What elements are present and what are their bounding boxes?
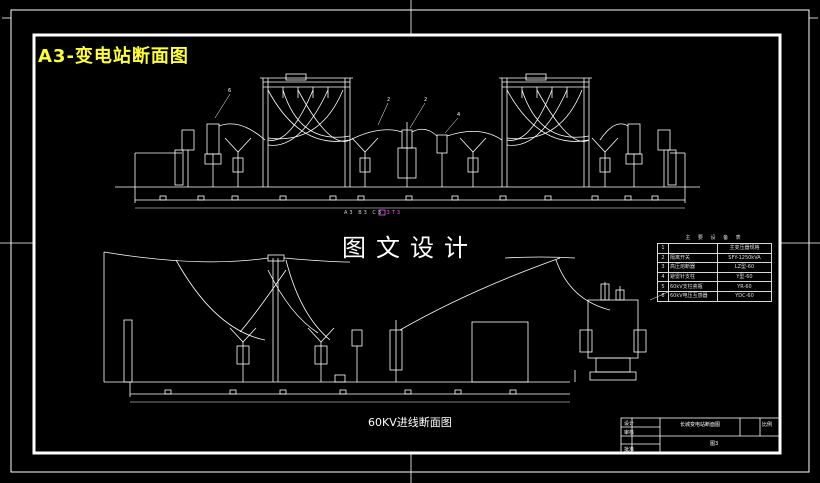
callout-number: 2 [387, 97, 391, 103]
legend-cell: 2 [657, 252, 669, 264]
highlight-marker [378, 209, 386, 216]
legend-cell: 60kV支柱瓷瓶 [668, 281, 718, 292]
title-block-label: 审核 [624, 430, 635, 436]
legend-cell: 4 [657, 271, 669, 283]
legend-cell [668, 243, 718, 254]
legend-cell: YDC-60 [717, 290, 772, 302]
callout-number: 6 [228, 88, 232, 94]
legend-cell: 3 [657, 262, 669, 273]
title-block-main-title: 长城变电站断面图 [679, 422, 720, 428]
upper-section [115, 73, 700, 209]
title-block-sub-title: 图3 [710, 441, 719, 447]
legend-cell: YR-60 [717, 281, 772, 292]
callout-number: 4 [457, 112, 461, 118]
scale-label-highlight: 3T3 [386, 210, 403, 216]
legend-cell: 高压熔断器 [668, 262, 718, 273]
legend-title: 主 要 设 备 表 [685, 235, 744, 241]
scale-label-text: A3 B3 C3 [344, 210, 387, 216]
drawing-title: A3-变电站断面图 [38, 46, 189, 67]
title-block-label: 设计 [624, 421, 635, 427]
title-block-scale: 比例 [762, 422, 773, 428]
legend-cell: 避雷针支柱 [668, 271, 718, 283]
title-block [620, 417, 780, 454]
legend-cell: 主变压器规格 [717, 243, 772, 254]
legend-cell: 隔离开关 [668, 252, 718, 264]
inner-border [32, 33, 782, 455]
title-block-label: 批准 [624, 447, 635, 453]
lower-section [103, 251, 669, 403]
legend-cell: 5 [657, 281, 669, 292]
legend-cell: 60kV电压互感器 [668, 290, 718, 302]
scale-label: A3 B3 C3 3T3 [344, 210, 402, 216]
watermark-text: 图文设计 [342, 234, 478, 262]
callout-number: 2 [424, 97, 428, 103]
legend-cell: 6 [657, 290, 669, 302]
legend-row: 1 主变压器规格 [657, 243, 772, 254]
legend-cell: Y型-60 [717, 271, 772, 283]
legend-cell: SFY-1250kVA [717, 252, 772, 264]
section-label: 60KV进线断面图 [368, 416, 452, 429]
legend-cell: LZ型-60 [717, 262, 772, 273]
outer-frame [10, 9, 810, 473]
legend-cell: 1 [657, 243, 669, 254]
